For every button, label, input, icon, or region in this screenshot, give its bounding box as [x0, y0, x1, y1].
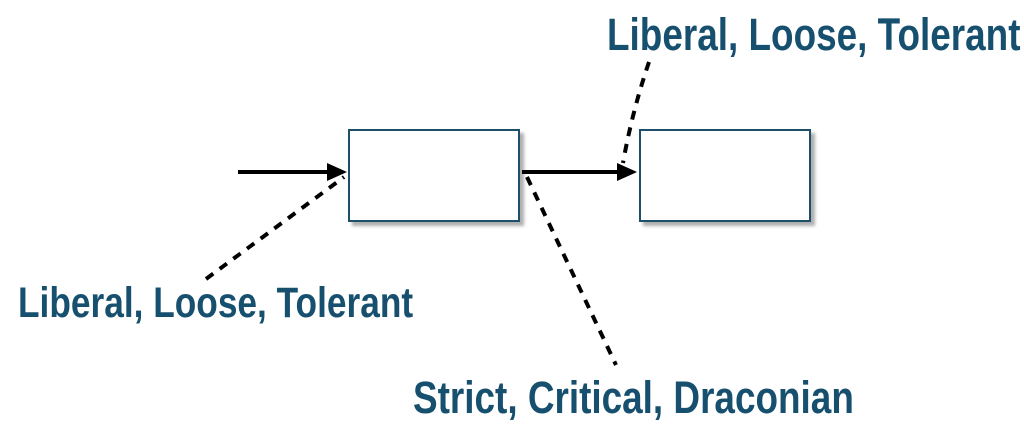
transfer-arrow-head — [617, 163, 637, 181]
process-box-2 — [639, 129, 811, 222]
label-bottom-left: Liberal, Loose, Tolerant — [18, 279, 414, 327]
process-box-1 — [348, 129, 520, 222]
callout-line-bottom-center — [525, 176, 618, 366]
label-top-right: Liberal, Loose, Tolerant — [607, 9, 1021, 60]
input-arrow — [238, 163, 347, 181]
label-bottom-center: Strict, Critical, Draconian — [413, 372, 854, 423]
input-arrow-head — [327, 163, 347, 181]
transfer-arrow — [522, 163, 637, 181]
callout-line-bottom-left — [204, 175, 346, 281]
